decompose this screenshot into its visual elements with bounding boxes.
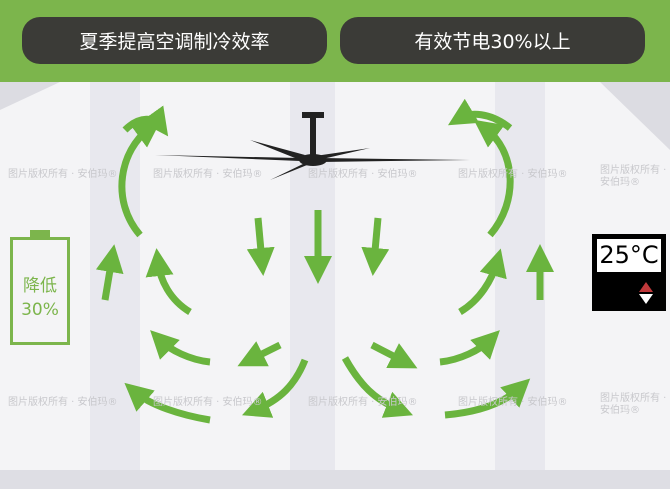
watermark: 图片版权所有 · 安伯玛®: [458, 397, 568, 408]
ceiling-fan: [155, 112, 470, 180]
up-down-arrows-icon: [639, 282, 653, 304]
watermark: 图片版权所有 · 安伯玛®: [600, 393, 667, 416]
banner-left-pill: 夏季提高空调制冷效率: [22, 17, 327, 64]
watermark: 图片版权所有 · 安伯玛®: [600, 165, 667, 188]
battery-line1: 降低: [23, 276, 57, 296]
airflow-arrows: [95, 98, 554, 424]
thermostat: 25°C: [592, 234, 666, 311]
watermark: 图片版权所有 · 安伯玛®: [308, 169, 418, 180]
watermark: 图片版权所有 · 安伯玛®: [8, 397, 118, 408]
thermostat-temperature: 25°C: [597, 239, 661, 272]
watermark: 图片版权所有 · 安伯玛®: [153, 169, 263, 180]
banner-right-pill: 有效节电30%以上: [340, 17, 645, 64]
fan-airflow-illustration: [0, 82, 670, 489]
battery-icon: 降低 30%: [10, 230, 70, 345]
watermark: 图片版权所有 · 安伯玛®: [308, 397, 418, 408]
watermark: 图片版权所有 · 安伯玛®: [458, 169, 568, 180]
watermark: 图片版权所有 · 安伯玛®: [8, 169, 118, 180]
watermark: 图片版权所有 · 安伯玛®: [153, 397, 263, 408]
battery-line2: 30%: [21, 300, 59, 320]
